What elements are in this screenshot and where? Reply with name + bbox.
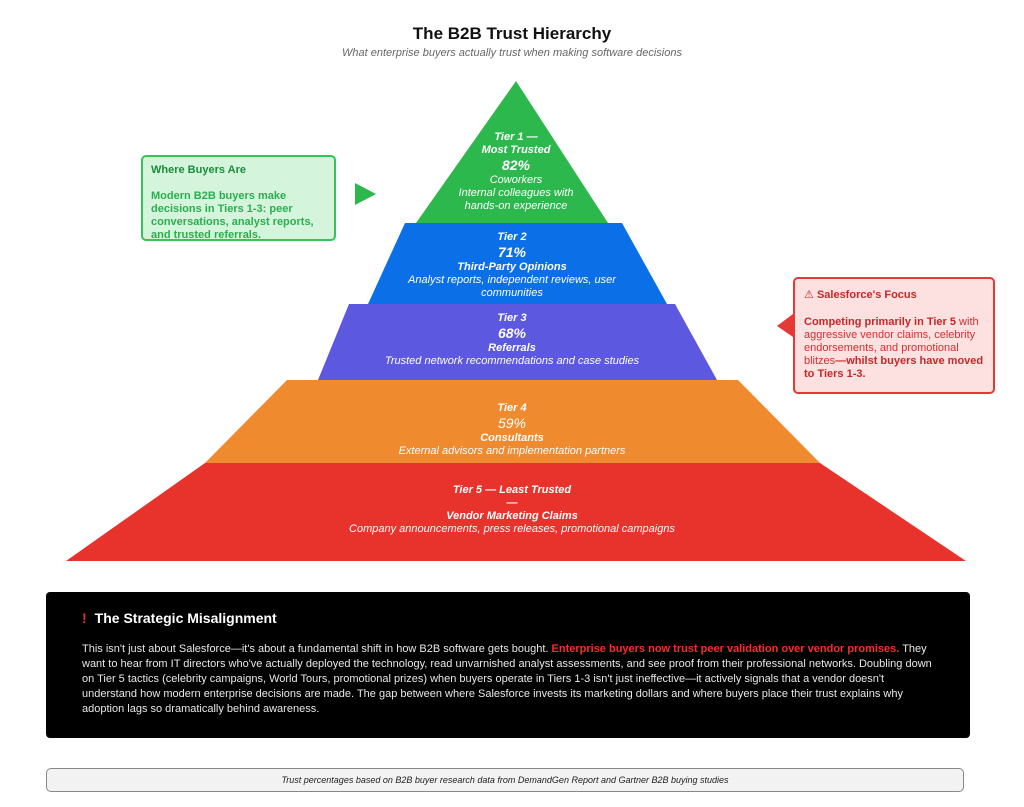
tier-3-band [318,304,717,380]
warning-icon: ⚠ [804,289,814,301]
tier-4-percent: 59% [497,415,527,431]
page-subtitle: What enterprise buyers actually trust wh… [342,47,682,59]
tier-2-text: Tier 2 71% Third-Party Opinions Analyst … [390,231,634,300]
salesforce-focus-body: Competing primarily in Tier 5 with aggre… [804,316,984,381]
salesforce-focus-title-text: Salesforce's Focus [816,289,917,301]
panel-body-highlight: Enterprise buyers now trust peer validat… [551,643,900,655]
trust-pyramid [66,81,966,561]
page-title: The B2B Trust Hierarchy [412,24,612,43]
tier-2-description-2: communities [481,287,543,299]
strategic-misalignment-panel: ! The Strategic Misalignment This isn't j… [46,592,970,738]
tier-5-band [66,463,966,561]
tier-1-percent: 82% [501,157,531,173]
where-buyers-are-callout: Where Buyers Are Modern B2B buyers make … [141,155,336,241]
tier-3-description: Trusted network recommendations and case… [384,355,640,367]
tier-1-label: Tier 1 — [494,131,538,143]
tier-1-text: Tier 1 — Most Trusted 82% Coworkers Inte… [430,131,602,213]
where-buyers-are-title: Where Buyers Are [151,164,246,176]
tier-5-name: Vendor Marketing Claims [446,510,578,522]
salesforce-focus-bold-1: Competing primarily in Tier 5 [804,316,956,328]
tier-4-name: Consultants [480,432,544,444]
tier-4-band [205,380,820,463]
tier-3-text: Tier 3 68% Referrals Trusted network rec… [352,312,672,368]
tier-5-text: Tier 5 — Least Trusted — Vendor Marketin… [332,484,692,536]
tier-5-label-dash: — [506,497,518,509]
tier-1-description-2: hands-on experience [464,200,568,212]
tier-1-band [416,81,608,223]
tier-2-band [368,223,667,304]
tier-3-percent: 68% [497,325,527,341]
tier-4-label: Tier 4 [497,402,527,414]
panel-body-part-2: They want to hear from IT directors who'… [82,643,932,715]
where-buyers-are-body: Modern B2B buyers make decisions in Tier… [151,190,314,241]
tier-1-label-sub: Most Trusted [481,144,551,156]
tier-4-description: External advisors and implementation par… [398,445,626,457]
tier-5-label: Tier 5 — Least Trusted [452,484,572,496]
tier-2-percent: 71% [497,244,527,260]
tier-1-name: Coworkers [489,174,543,186]
panel-title-text: The Strategic Misalignment [94,610,277,626]
tier-3-name: Referrals [488,342,536,354]
salesforce-focus-callout: ⚠ Salesforce's Focus Competing primarily… [793,277,995,394]
tier-2-name: Third-Party Opinions [457,261,567,273]
salesforce-focus-title: ⚠ Salesforce's Focus [804,288,984,301]
red-callout-pointer [777,314,793,337]
green-callout-pointer [355,183,376,205]
source-footnote: Trust percentages based on B2B buyer res… [46,768,964,792]
tier-1-description: Internal colleagues with [458,187,574,199]
tier-2-description: Analyst reports, independent reviews, us… [408,274,616,286]
salesforce-focus-bold-2: —whilst buyers have moved to Tiers 1-3. [804,355,984,380]
tier-2-label: Tier 2 [497,231,527,243]
tier-4-text: Tier 4 59% Consultants External advisors… [362,402,662,458]
salesforce-focus-text: with aggressive vendor claims, celebrity… [804,316,979,367]
tier-3-label: Tier 3 [497,312,527,324]
panel-body-part-1: This isn't just about Salesforce—it's ab… [82,643,552,655]
exclamation-icon: ! [82,610,87,626]
panel-title: ! The Strategic Misalignment [82,610,934,626]
tier-5-description: Company announcements, press releases, p… [349,523,675,535]
panel-body: This isn't just about Salesforce—it's ab… [82,642,934,717]
